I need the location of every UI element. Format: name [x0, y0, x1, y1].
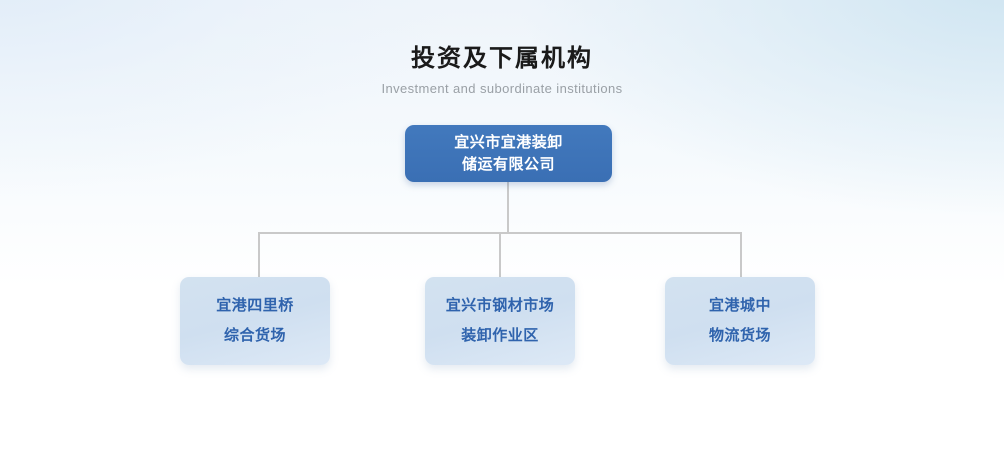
- connector-root-stem: [507, 182, 509, 234]
- org-node-root-line1: 宜兴市宜港装卸: [454, 133, 563, 151]
- org-node-child-2-line1: 宜兴市钢材市场: [445, 297, 555, 314]
- page-header: 投资及下属机构 Investment and subordinate insti…: [0, 44, 1004, 97]
- org-node-child-1-line1: 宜港四里桥: [216, 297, 294, 314]
- org-node-child-3[interactable]: 宜港城中 物流货场: [665, 277, 815, 365]
- org-node-child-2-line2: 装卸作业区: [461, 327, 539, 344]
- org-node-child-2[interactable]: 宜兴市钢材市场 装卸作业区: [425, 277, 575, 365]
- connector-child-1-stem: [258, 232, 260, 278]
- org-node-root[interactable]: 宜兴市宜港装卸 储运有限公司: [405, 125, 612, 182]
- connector-child-3-stem: [740, 232, 742, 278]
- org-node-root-line2: 储运有限公司: [461, 155, 555, 173]
- org-node-child-3-line2: 物流货场: [708, 327, 771, 344]
- page-subtitle: Investment and subordinate institutions: [381, 81, 623, 96]
- connector-child-2-stem: [499, 232, 501, 278]
- page-title: 投资及下属机构: [411, 45, 593, 72]
- org-node-child-1[interactable]: 宜港四里桥 综合货场: [180, 277, 330, 365]
- org-node-child-1-line2: 综合货场: [223, 327, 286, 344]
- org-node-child-3-line1: 宜港城中: [708, 297, 771, 314]
